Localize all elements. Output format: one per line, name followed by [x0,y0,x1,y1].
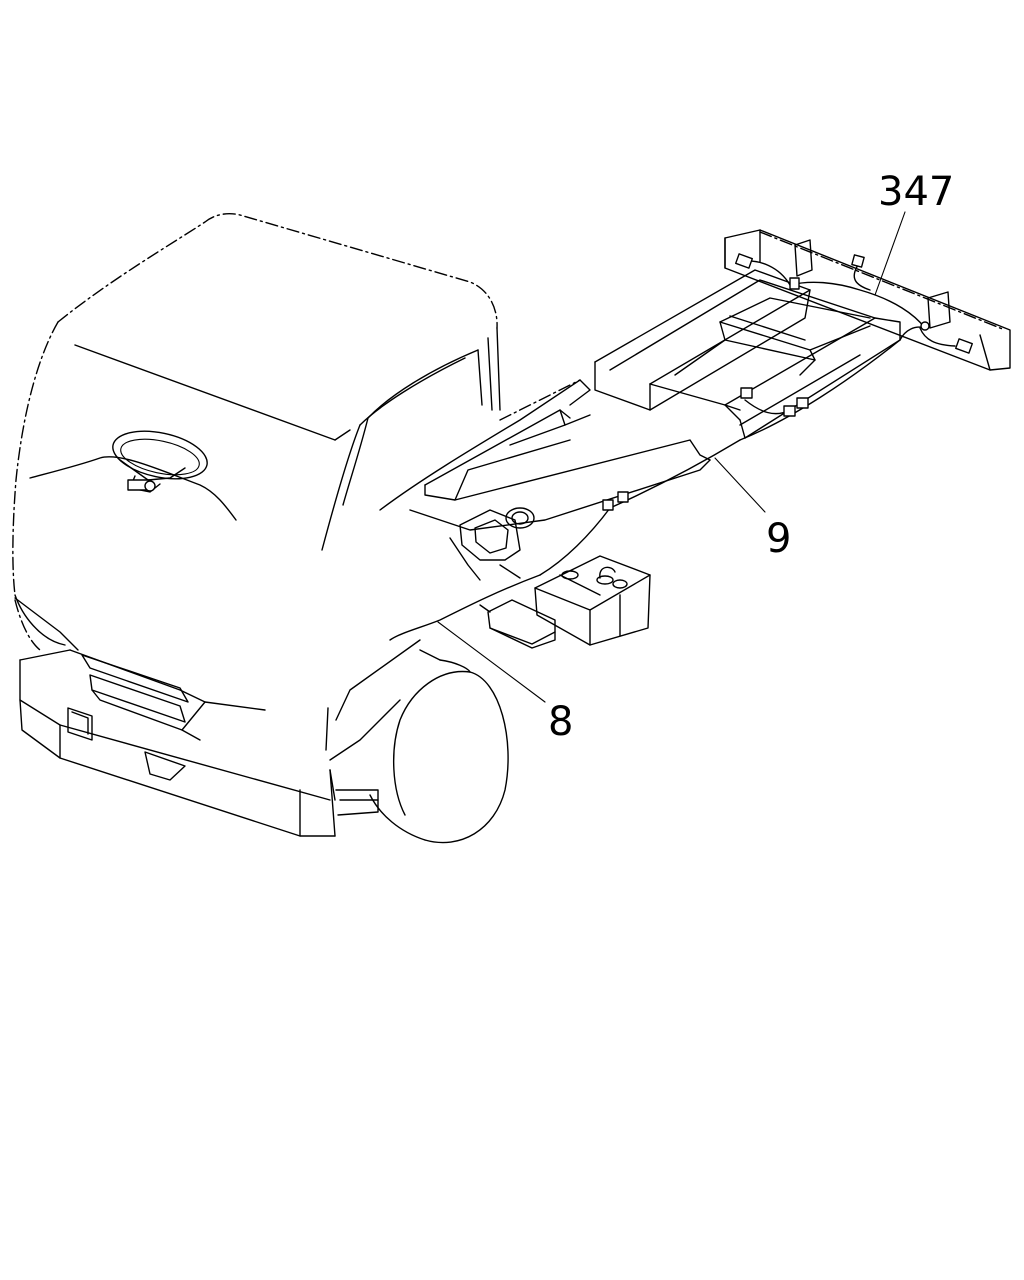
callout-347: 347 [874,169,954,296]
callout-8: 8 [437,621,573,745]
wiring-harness [389,253,973,641]
battery-tray [479,599,556,649]
steering-wheel-icon [112,430,208,493]
chassis-frame [594,229,1011,439]
truck-cab [12,213,501,837]
callout-label-9: 9 [766,516,791,562]
callout-9: 9 [714,457,791,562]
callout-label-8: 8 [548,699,573,745]
battery-icon [534,555,651,646]
cab-floor [379,379,711,531]
callout-label-347: 347 [878,169,954,215]
engine-component-icon [449,507,535,581]
front-wheel-icon [369,649,509,844]
